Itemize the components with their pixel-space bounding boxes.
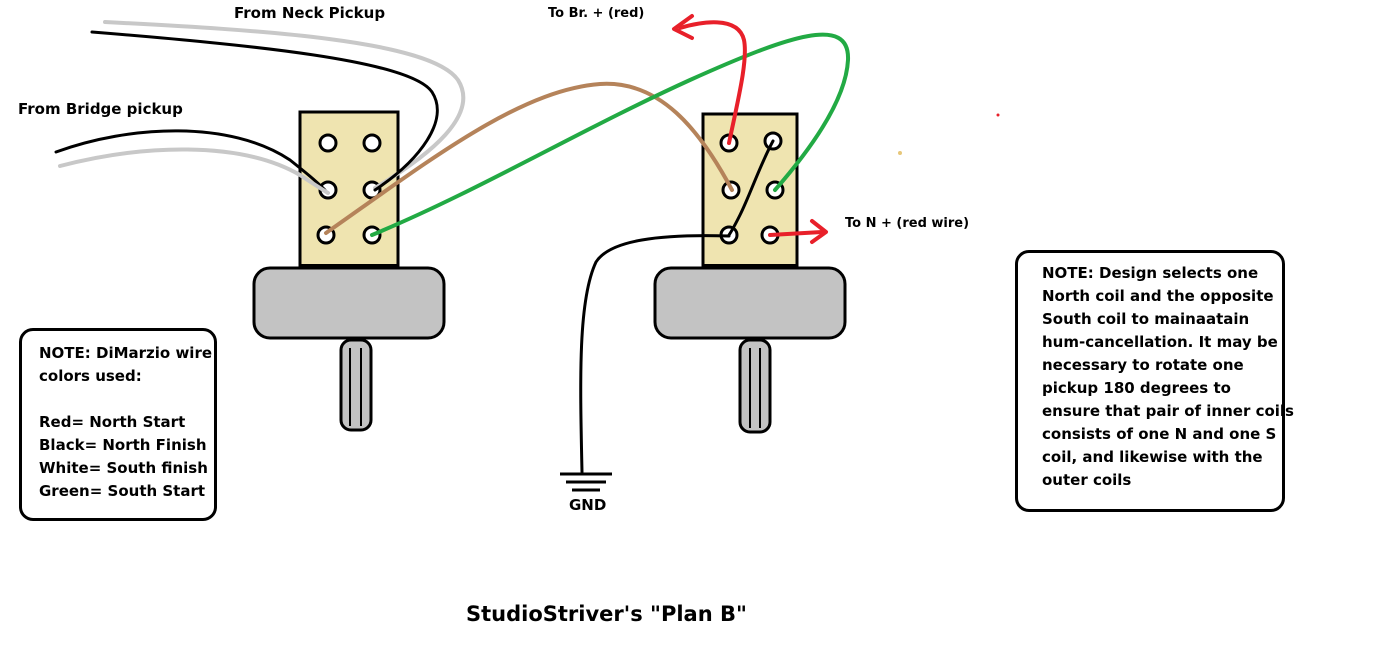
note-line: NOTE: DiMarzio wire xyxy=(39,344,213,362)
switch-left xyxy=(252,110,446,432)
note-line xyxy=(39,388,214,411)
ground-label: GND xyxy=(569,496,607,514)
ground-wire xyxy=(579,234,731,474)
bridge-white-wire xyxy=(58,147,330,195)
note-line: necessary to rotate one xyxy=(1042,356,1244,374)
switch-right xyxy=(653,112,847,434)
note-line: ensure that pair of inner coils xyxy=(1042,402,1294,420)
to-neck-label: To N + (red wire) xyxy=(845,216,970,231)
note-line: outer coils xyxy=(1042,471,1132,489)
red-arrowhead-bridge xyxy=(672,14,694,40)
note-line: coil, and likewise with the xyxy=(1042,448,1263,466)
switch-left-shaft xyxy=(339,338,373,432)
note-line: colors used: xyxy=(39,367,142,385)
note-line: Black= North Finish xyxy=(39,436,207,454)
switch-right-shaft xyxy=(738,338,772,434)
red-arrowhead-neck xyxy=(810,219,828,244)
note-line: NOTE: Design selects one xyxy=(1042,264,1259,282)
brown-wire xyxy=(324,81,734,235)
diagram-title: StudioStriver's "Plan B" xyxy=(466,602,747,626)
right-jumper-wire xyxy=(727,139,775,237)
switch-left-terminal-block xyxy=(298,110,400,268)
neck-pickup-label: From Neck Pickup xyxy=(234,4,386,22)
switch-right-body xyxy=(653,266,847,340)
switch-left-lug xyxy=(318,133,338,153)
bridge-pickup-label: From Bridge pickup xyxy=(18,100,183,118)
green-wire xyxy=(370,32,851,237)
note-line: hum-cancellation. It may be xyxy=(1042,333,1278,351)
bridge-black-wire xyxy=(54,129,327,192)
note-line: White= South finish xyxy=(39,459,208,477)
note-line: North coil and the opposite xyxy=(1042,287,1274,305)
switch-left-lug xyxy=(362,133,382,153)
note-line: pickup 180 degrees to xyxy=(1042,379,1231,397)
ground-symbol xyxy=(560,472,612,492)
note-line: South coil to mainaatain xyxy=(1042,310,1250,328)
note-line: consists of one N and one S xyxy=(1042,425,1277,443)
switch-left-body xyxy=(252,266,446,340)
neck-white-wire xyxy=(103,20,466,190)
to-bridge-label: To Br. + (red) xyxy=(548,6,645,21)
note-design: NOTE: Design selects one North coil and … xyxy=(1015,250,1294,512)
red-wire-to-bridge xyxy=(678,20,747,145)
red-wire-to-neck xyxy=(768,230,824,237)
note-line: Green= South Start xyxy=(39,482,206,500)
note-wire-colors: NOTE: DiMarzio wire colors used: Red= No… xyxy=(19,328,217,521)
neck-black-wire xyxy=(90,30,439,192)
note-line: Red= North Start xyxy=(39,413,186,431)
